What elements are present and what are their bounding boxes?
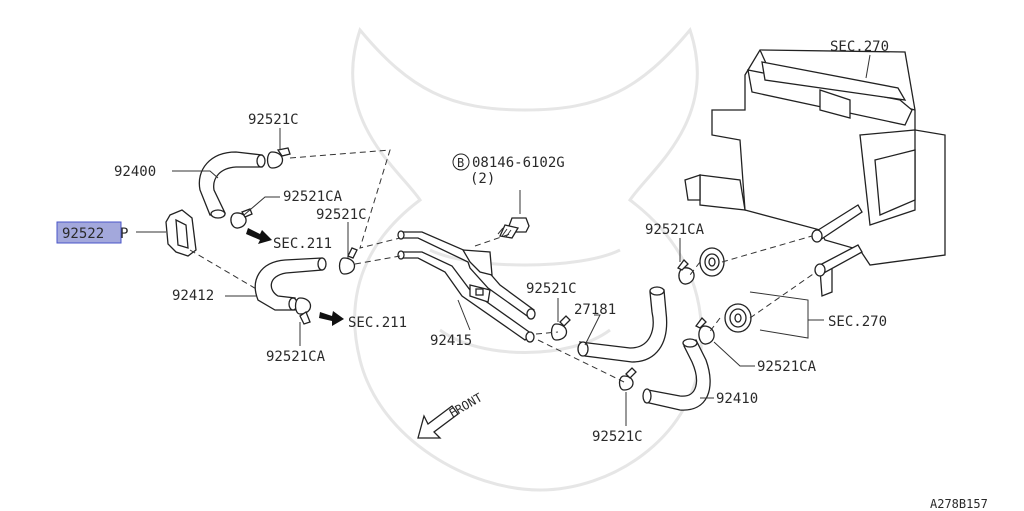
label-92521ca-right[interactable]: 92521CA	[645, 222, 705, 238]
label-92521c-bottom[interactable]: 92521C	[592, 429, 643, 445]
label-sec270-right[interactable]: SEC.270	[828, 314, 887, 330]
bolt-symbol-circle	[452, 153, 470, 171]
bracket-92522	[165, 209, 197, 257]
arrow-icon-sec211-b	[319, 311, 344, 326]
label-92522[interactable]: 92522	[62, 226, 104, 242]
label-92521c-mid[interactable]: 92521C	[316, 207, 367, 223]
label-sec211-b[interactable]: SEC.211	[348, 315, 407, 331]
arrow-icon-sec211-a	[246, 228, 272, 244]
label-front: FRONT	[447, 390, 485, 420]
label-92521ca-lower[interactable]: 92521CA	[757, 359, 817, 375]
grommet-lower	[724, 303, 752, 333]
watermark-emblem	[351, 26, 703, 492]
pipe-92415	[397, 230, 536, 343]
label-sec270-top[interactable]: SEC.270	[830, 39, 889, 55]
highlight-box-92522[interactable]	[56, 221, 122, 244]
hose-92412	[254, 247, 358, 325]
label-92521c-center[interactable]: 92521C	[526, 281, 577, 297]
label-92521ca-1[interactable]: 92521CA	[283, 189, 343, 205]
label-92410[interactable]: 92410	[716, 391, 758, 407]
label-92521ca-2[interactable]: 92521CA	[266, 349, 326, 365]
hose-92400	[198, 147, 291, 229]
label-27181[interactable]: 27181	[574, 302, 616, 318]
leader-lines	[136, 54, 871, 426]
label-92412[interactable]: 92412	[172, 288, 214, 304]
label-92521c-top[interactable]: 92521C	[248, 112, 299, 128]
heater-unit	[684, 49, 946, 297]
hose-92410	[618, 317, 715, 411]
hose-27181	[550, 259, 695, 363]
label-92415[interactable]: 92415	[430, 333, 472, 349]
label-bolt-symbol: B	[457, 156, 464, 170]
grommet-upper	[699, 247, 725, 277]
label-bolt-code[interactable]: 08146-6102G	[472, 155, 565, 171]
label-92400[interactable]: 92400	[114, 164, 156, 180]
label-sec211-a[interactable]: SEC.211	[273, 236, 332, 252]
bolt-08146	[497, 217, 530, 239]
label-diagram-id: A278B157	[930, 497, 988, 511]
connection-lines	[189, 149, 817, 383]
front-arrow-icon	[417, 405, 459, 439]
label-92522-suffix: P	[120, 226, 128, 242]
label-bolt-qty: (2)	[470, 171, 495, 187]
labels: SEC.270 92521C 92400 92521CA 92522 P SEC…	[62, 39, 988, 511]
